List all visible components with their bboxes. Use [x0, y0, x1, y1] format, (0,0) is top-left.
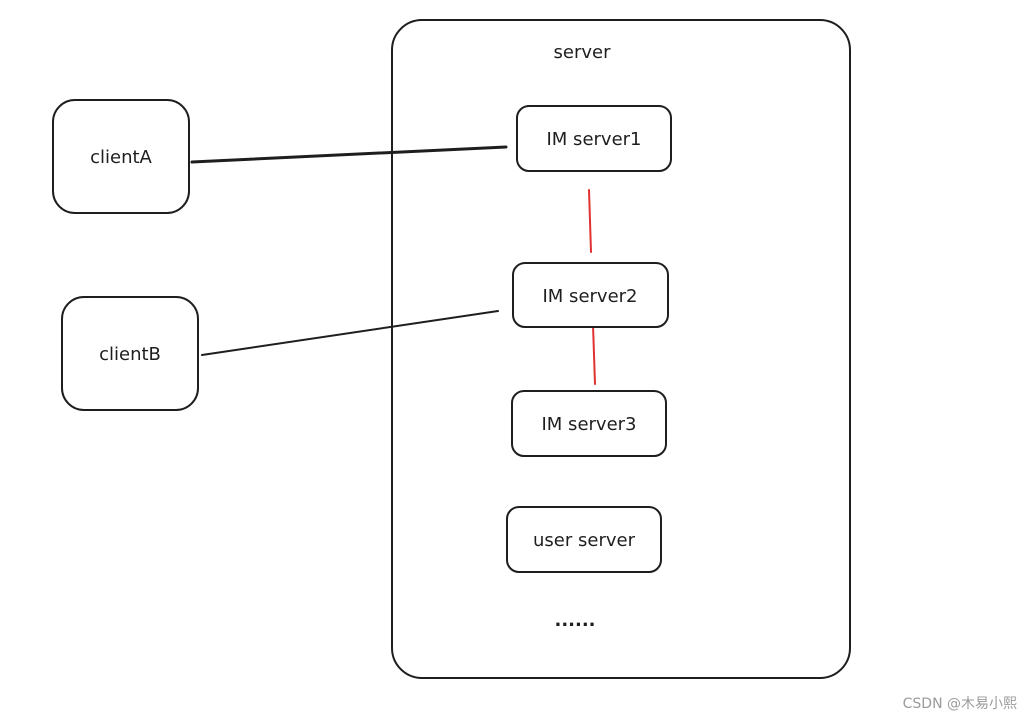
im-server3-label: IM server3	[542, 414, 637, 435]
user-server-box	[506, 506, 662, 573]
server-group-label: server	[554, 42, 612, 63]
server-group-box	[391, 19, 851, 679]
client-a-box	[52, 99, 190, 214]
im-server2-label: IM server2	[543, 286, 638, 307]
client-b-box	[61, 296, 199, 411]
user-server-label: user server	[533, 530, 636, 551]
connection-im2-im3	[592, 324, 596, 385]
im-server1-label: IM server1	[547, 129, 642, 150]
im-server1-box	[516, 105, 672, 172]
watermark: CSDN @木易小熙	[902, 696, 1017, 712]
more-services-ellipsis: ......	[554, 610, 595, 631]
client-a-label: clientA	[90, 147, 152, 168]
client-b-label: clientB	[99, 344, 161, 365]
connection-clienta-im1	[190, 145, 508, 164]
connection-im1-im2	[588, 189, 592, 253]
im-server2-box	[512, 262, 669, 328]
im-server3-box	[511, 390, 667, 457]
connection-clientb-im2	[201, 310, 499, 356]
